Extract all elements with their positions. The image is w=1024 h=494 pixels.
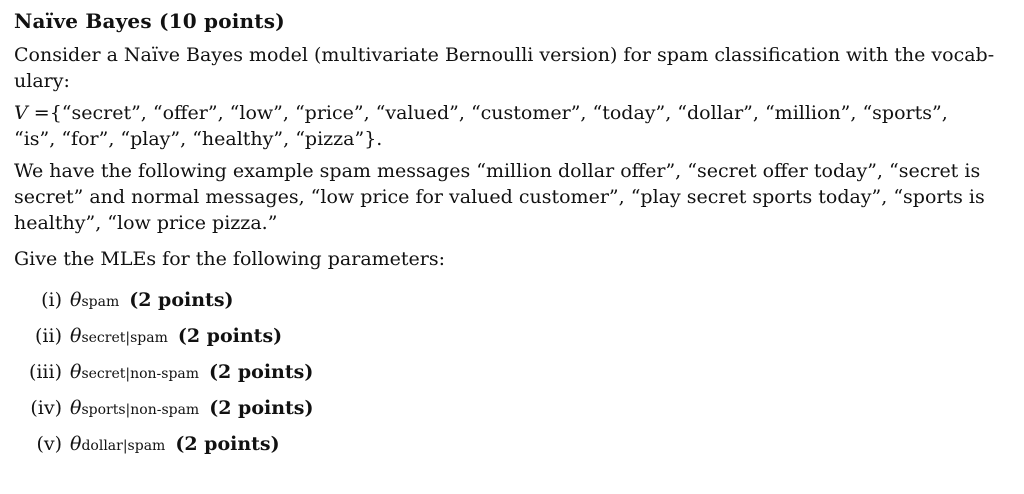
examples-line-1: We have the following example spam messa… (14, 160, 981, 182)
theta-subscript: spam (81, 294, 120, 310)
vocabulary-symbol: V (14, 102, 28, 124)
parameter-item-i: (i) θ spam (2 points) (14, 282, 1010, 318)
points-label: (2 points) (177, 325, 283, 347)
item-number: (v) (36, 433, 62, 455)
parameter-item-v: (v) θ dollar|spam (2 points) (14, 426, 1010, 462)
points-label: (2 points) (129, 289, 234, 311)
parameter-list: (i) θ spam (2 points) (ii) θ secret|spam… (14, 282, 1010, 462)
theta-symbol: θ (70, 433, 82, 455)
question-text: Give the MLEs for the following paramete… (14, 248, 446, 270)
theta-subscript: secret|spam (81, 330, 168, 346)
points-label: (2 points) (175, 433, 280, 455)
parameter-item-ii: (ii) θ secret|spam (2 points) (14, 318, 1010, 354)
item-number: (iii) (28, 361, 62, 383)
theta-symbol: θ (70, 325, 82, 347)
theta-symbol: θ (70, 361, 82, 383)
intro-paragraph: Consider a Naïve Bayes model (multivaria… (14, 42, 1014, 94)
examples-line-3: healthy”, “low price pizza.” (14, 212, 278, 234)
examples-line-2: secret” and normal messages, “low price … (14, 186, 985, 208)
vocabulary-list-part-1: ={“secret”, “offer”, “low”, “price”, “va… (27, 102, 948, 124)
vocabulary-line-1: V ={“secret”, “offer”, “low”, “price”, “… (14, 100, 1014, 126)
section-title: Naïve Bayes (10 points) (14, 9, 285, 33)
parameter-item-iv: (iv) θ sports|non-spam (2 points) (14, 390, 1010, 426)
parameter-item-iii: (iii) θ secret|non-spam (2 points) (14, 354, 1010, 390)
theta-subscript: sports|non-spam (81, 402, 200, 418)
points-label: (2 points) (209, 397, 314, 419)
item-number: (iv) (30, 397, 62, 419)
theta-subscript: secret|non-spam (81, 366, 200, 382)
theta-symbol: θ (70, 289, 82, 311)
item-number: (i) (41, 289, 62, 311)
theta-subscript: dollar|spam (81, 438, 166, 454)
vocabulary-paragraph: V ={“secret”, “offer”, “low”, “price”, “… (14, 100, 1014, 152)
item-number: (ii) (35, 325, 62, 347)
vocabulary-line-2: “is”, “for”, “play”, “healthy”, “pizza”}… (14, 128, 383, 150)
examples-paragraph: We have the following example spam messa… (14, 158, 1014, 236)
intro-line-1: Consider a Naïve Bayes model (multivaria… (14, 44, 995, 66)
theta-symbol: θ (70, 397, 82, 419)
intro-line-2: ulary: (14, 70, 70, 92)
points-label: (2 points) (209, 361, 314, 383)
